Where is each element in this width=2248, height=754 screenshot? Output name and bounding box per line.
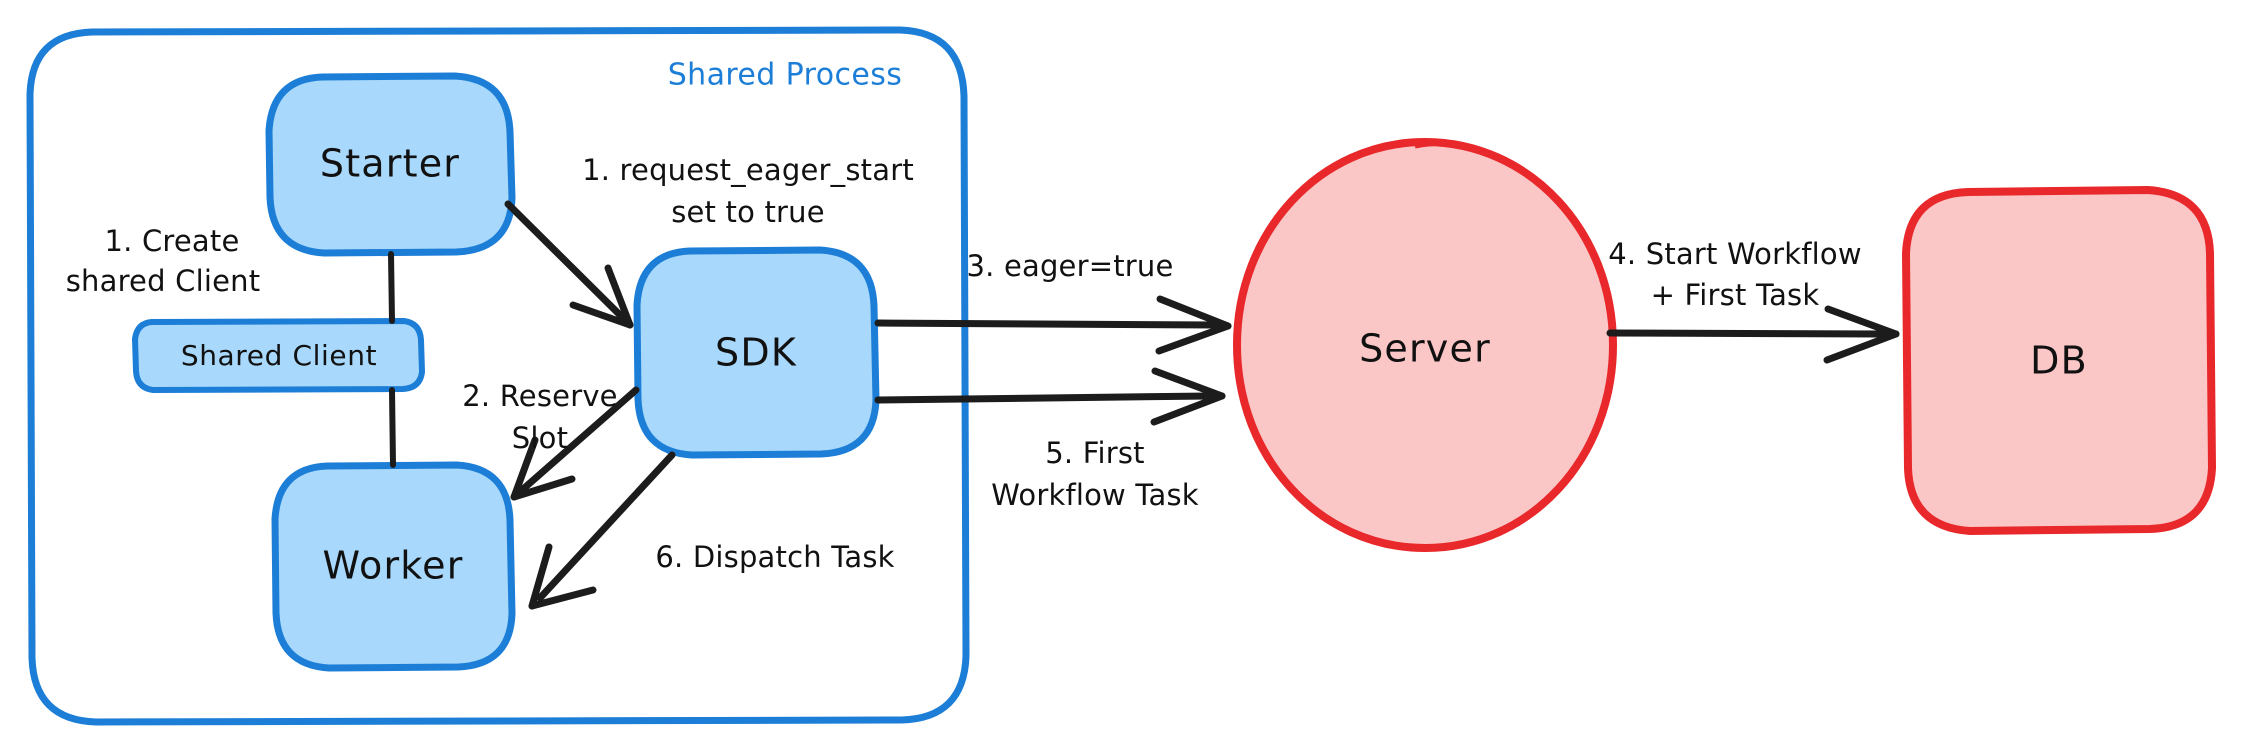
edge-starter-to-sdk (504, 200, 634, 329)
node-shared-client[interactable]: Shared Client (131, 317, 426, 394)
edge-label-create-shared-client-line1: 1. Create (104, 224, 239, 258)
node-sdk[interactable]: SDK (633, 246, 880, 459)
edge-label-first-workflow-task: 5. First Workflow Task (991, 436, 1199, 512)
edge-label-start-workflow-line2: + First Task (1651, 278, 1820, 312)
edge-label-reserve-slot: 2. Reserve Slot (462, 379, 617, 455)
edge-label-dispatch-task: 6. Dispatch Task (655, 540, 894, 574)
node-server-label: Server (1359, 327, 1491, 371)
node-worker[interactable]: Worker (271, 461, 516, 672)
edge-label-eager-true: 3. eager=true (966, 249, 1173, 283)
edge-label-dispatch-task-line1: 6. Dispatch Task (655, 540, 894, 574)
edge-label-eager-true-line1: 3. eager=true (966, 249, 1173, 283)
edge-label-start-workflow-line1: 4. Start Workflow (1608, 237, 1862, 271)
edge-label-request-eager-start: 1. request_eager_start set to true (582, 153, 914, 229)
edge-label-first-workflow-task-line2: Workflow Task (991, 478, 1199, 512)
shared-process-label: Shared Process (668, 58, 903, 93)
node-starter-label: Starter (320, 142, 460, 186)
edge-label-create-shared-client-line2: shared Client (66, 264, 261, 298)
node-shared-client-label: Shared Client (181, 339, 377, 372)
node-worker-label: Worker (322, 544, 463, 588)
edge-label-first-workflow-task-line1: 5. First (1045, 436, 1145, 470)
edge-sdk-to-worker-dispatch (528, 451, 676, 610)
node-db[interactable]: DB (1901, 185, 2217, 536)
edge-sdk-to-server-first-task (874, 367, 1226, 426)
edge-starter-shared-client-worker (388, 251, 396, 468)
edge-label-reserve-slot-line1: 2. Reserve (462, 379, 617, 413)
edge-label-request-eager-start-line1: 1. request_eager_start (582, 153, 914, 187)
edge-label-request-eager-start-line2: set to true (671, 195, 825, 229)
edge-label-reserve-slot-line2: Slot (512, 421, 568, 455)
edge-label-create-shared-client: 1. Create shared Client (66, 224, 261, 298)
shared-process-container: Shared Process (26, 26, 970, 726)
edge-server-to-db (1606, 305, 1900, 364)
node-server[interactable]: Server (1232, 137, 1618, 553)
node-starter[interactable]: Starter (265, 72, 516, 257)
edge-sdk-to-server-eager (874, 295, 1232, 355)
node-sdk-label: SDK (715, 331, 797, 375)
edge-label-start-workflow: 4. Start Workflow + First Task (1608, 237, 1862, 312)
edge-sdk-to-worker-reserve (510, 386, 640, 501)
node-db-label: DB (2030, 339, 2088, 383)
